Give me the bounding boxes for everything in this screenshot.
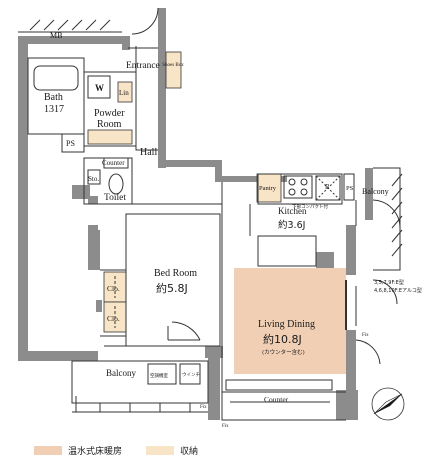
powder-room-label-2: Room xyxy=(97,119,122,130)
living-dining-label: Living Dining xyxy=(258,319,315,330)
legend-floor-heating-swatch xyxy=(34,446,62,455)
pantry-label: Pantry xyxy=(259,185,277,192)
linen-label: Lin xyxy=(119,89,129,97)
balcony-bottom-label: Balcony xyxy=(106,368,136,378)
legend-storage-label: 収納 xyxy=(180,445,198,457)
legend: 温水式床暖房 収納 xyxy=(34,445,198,457)
shoes-box-text: Shoes Box xyxy=(162,63,184,68)
partitions xyxy=(18,7,403,421)
counter-bottom-label: Counter xyxy=(264,395,289,404)
legend-storage-swatch xyxy=(146,446,174,455)
powder-counter-fill xyxy=(87,129,133,145)
balcony-right-label: Balcony xyxy=(362,187,389,196)
legend-floor-heating-label: 温水式床暖房 xyxy=(68,445,122,457)
closet-label-1: Clo. xyxy=(107,284,120,293)
living-floor-heating xyxy=(234,268,346,374)
compact-note: 下部コンパクト付 xyxy=(292,203,328,210)
powder-room-label-1: Powder xyxy=(94,108,125,119)
ps-right-label: PS xyxy=(346,185,354,192)
living-size: 約10.8J xyxy=(263,332,302,346)
kitchen-size: 約3.6J xyxy=(278,219,305,231)
storage-label: Sto. xyxy=(88,175,99,183)
bath-size: 1317 xyxy=(44,104,64,115)
hall-label: Hall xyxy=(140,147,157,158)
north-arrow-icon xyxy=(371,387,405,421)
linen-fill xyxy=(117,81,133,103)
pantry-fill xyxy=(256,173,282,203)
fix-label-2: Fix xyxy=(200,405,207,410)
fix-label-3: Fix xyxy=(222,424,229,429)
washer-label: W xyxy=(95,83,104,93)
ps-left-label: PS xyxy=(66,139,75,148)
fold-ladder-label: ウインチ xyxy=(182,371,200,378)
ac-unit-label: 空調機室 xyxy=(150,372,168,379)
closet-label-2: Clo. xyxy=(107,314,120,323)
shoes-box-fill xyxy=(165,51,182,89)
toilet-label: Toilet xyxy=(104,193,126,203)
fills xyxy=(87,51,346,374)
labels: MB Entrance Shoes Box Bath 1317 W Lin Po… xyxy=(44,31,422,429)
entrance-label: Entrance xyxy=(126,61,160,71)
bedroom-label: Bed Room xyxy=(154,268,197,279)
fridge-label: R xyxy=(325,183,330,191)
side-note-1: 3,5,7,9F:E型 xyxy=(374,279,404,286)
kitchen-label: Kitchen xyxy=(278,206,307,216)
mb-label: MB xyxy=(50,31,62,40)
counter-toilet-label: Counter xyxy=(102,159,125,167)
shoes-box-label: Shoes Box xyxy=(162,63,184,68)
living-note: (カウンター含む) xyxy=(262,348,305,356)
bath-label: Bath xyxy=(44,92,63,103)
fix-label-1: Fix xyxy=(362,333,369,338)
side-note-2: 4,6,8,10F:Eアルコ型 xyxy=(374,287,422,294)
bedroom-size: 約5.8J xyxy=(156,281,188,295)
